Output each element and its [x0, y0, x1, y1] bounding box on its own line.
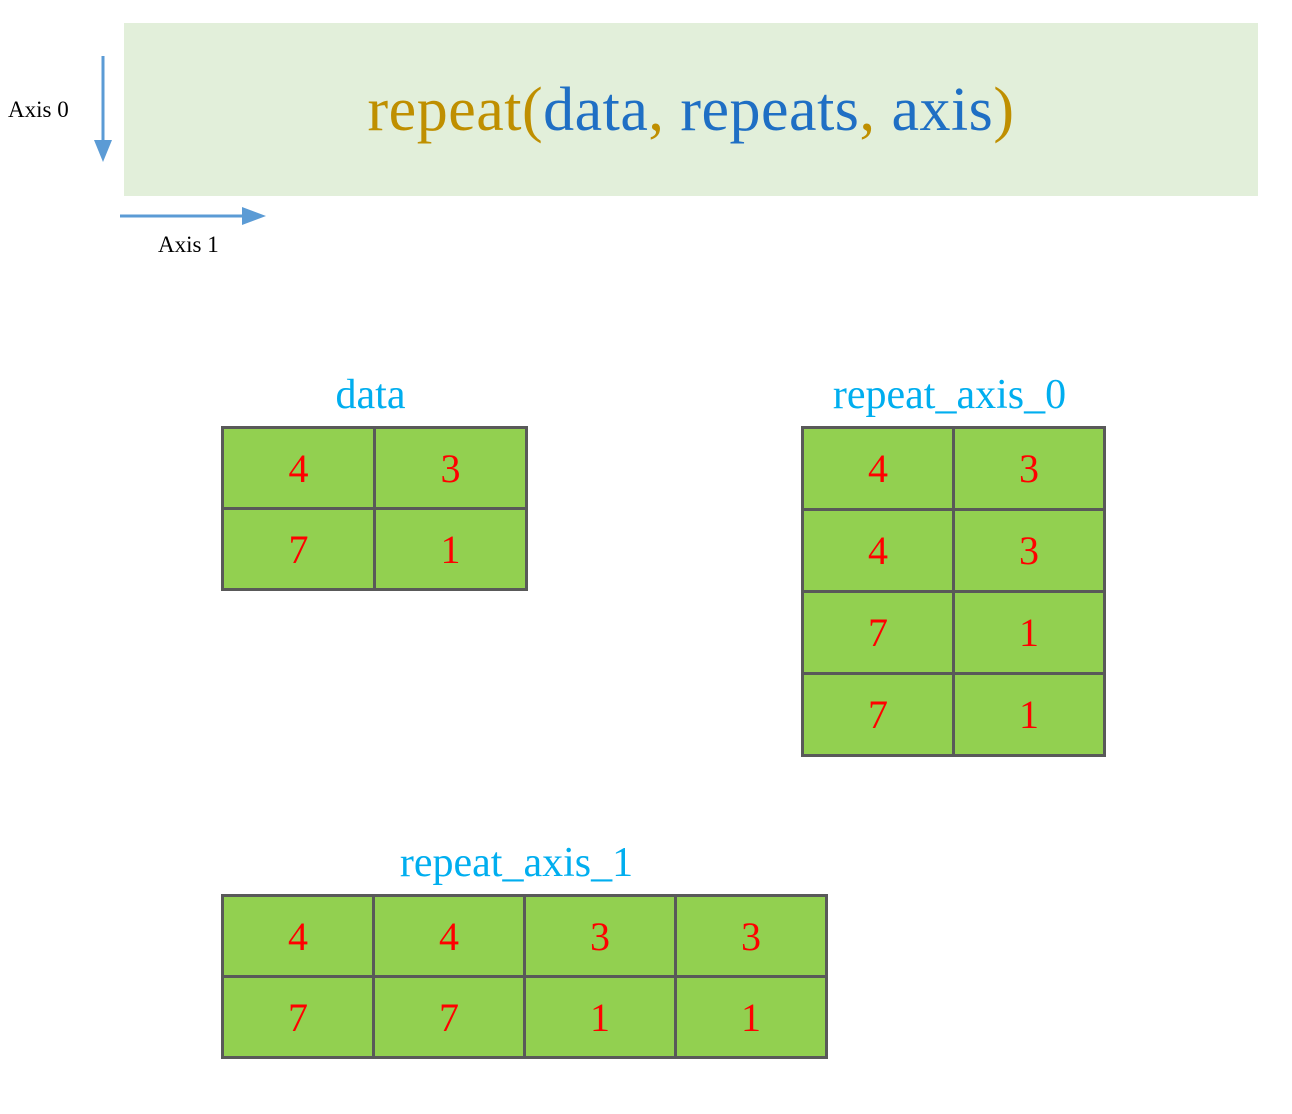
matrix-cell: 3: [373, 426, 528, 510]
matrix-cell: 3: [674, 894, 828, 978]
table-row: 4 3: [801, 508, 1106, 593]
matrix-cell: 1: [373, 507, 528, 591]
table-row: 4 4 3 3: [221, 894, 828, 978]
matrix-cell: 1: [952, 672, 1106, 757]
matrix-cell: 4: [221, 426, 376, 510]
matrix-cell: 7: [372, 975, 526, 1059]
formula-token-arg-axis: axis: [891, 75, 994, 144]
formula-token-function-open: repeat(: [367, 75, 544, 144]
axis-1-annotation: Axis 1: [110, 200, 320, 275]
matrix-repeat-axis-1-caption: repeat_axis_1: [399, 840, 634, 886]
table-row: 7 1: [801, 590, 1106, 675]
formula-token-comma-2: ,: [859, 75, 892, 144]
matrix-cell: 7: [221, 975, 375, 1059]
axis-0-arrow-down-icon: [94, 56, 112, 162]
table-row: 4 3: [801, 426, 1106, 511]
matrix-repeat-axis-0-grid: 4 3 4 3 7 1 7 1: [801, 426, 1106, 757]
formula-token-arg-repeats: repeats: [680, 75, 860, 144]
axis-1-label: Axis 1: [158, 232, 219, 257]
matrix-repeat-axis-1: repeat_axis_1 4 4 3 3 7 7 1 1: [221, 842, 828, 1059]
matrix-cell: 1: [674, 975, 828, 1059]
header-banner: repeat(data, repeats, axis): [124, 23, 1258, 196]
formula-title: repeat(data, repeats, axis): [124, 23, 1258, 196]
formula-token-comma-1: ,: [648, 75, 681, 144]
table-row: 4 3: [221, 426, 528, 510]
axis-1-arrow-right-icon: [120, 207, 266, 225]
matrix-cell: 1: [952, 590, 1106, 675]
table-row: 7 7 1 1: [221, 975, 828, 1059]
matrix-cell: 3: [952, 426, 1106, 511]
matrix-cell: 4: [801, 508, 955, 593]
formula-token-arg-data: data: [543, 75, 649, 144]
table-row: 7 1: [801, 672, 1106, 757]
matrix-cell: 3: [523, 894, 677, 978]
matrix-cell: 1: [523, 975, 677, 1059]
matrix-repeat-axis-0: repeat_axis_0 4 3 4 3 7 1 7 1: [801, 374, 1106, 757]
matrix-data: data 4 3 7 1: [221, 374, 528, 591]
matrix-data-grid: 4 3 7 1: [221, 426, 528, 591]
matrix-cell: 4: [372, 894, 526, 978]
formula-token-function-close: ): [993, 75, 1015, 144]
matrix-data-caption: data: [335, 372, 406, 418]
axis-0-label: Axis 0: [8, 97, 69, 122]
matrix-cell: 7: [801, 590, 955, 675]
matrix-cell: 7: [801, 672, 955, 757]
matrix-repeat-axis-0-caption: repeat_axis_0: [832, 372, 1067, 418]
matrix-cell: 7: [221, 507, 376, 591]
axis-0-annotation: Axis 0: [0, 50, 130, 180]
table-row: 7 1: [221, 507, 528, 591]
matrix-cell: 3: [952, 508, 1106, 593]
matrix-cell: 4: [221, 894, 375, 978]
matrix-repeat-axis-1-grid: 4 4 3 3 7 7 1 1: [221, 894, 828, 1059]
matrix-cell: 4: [801, 426, 955, 511]
